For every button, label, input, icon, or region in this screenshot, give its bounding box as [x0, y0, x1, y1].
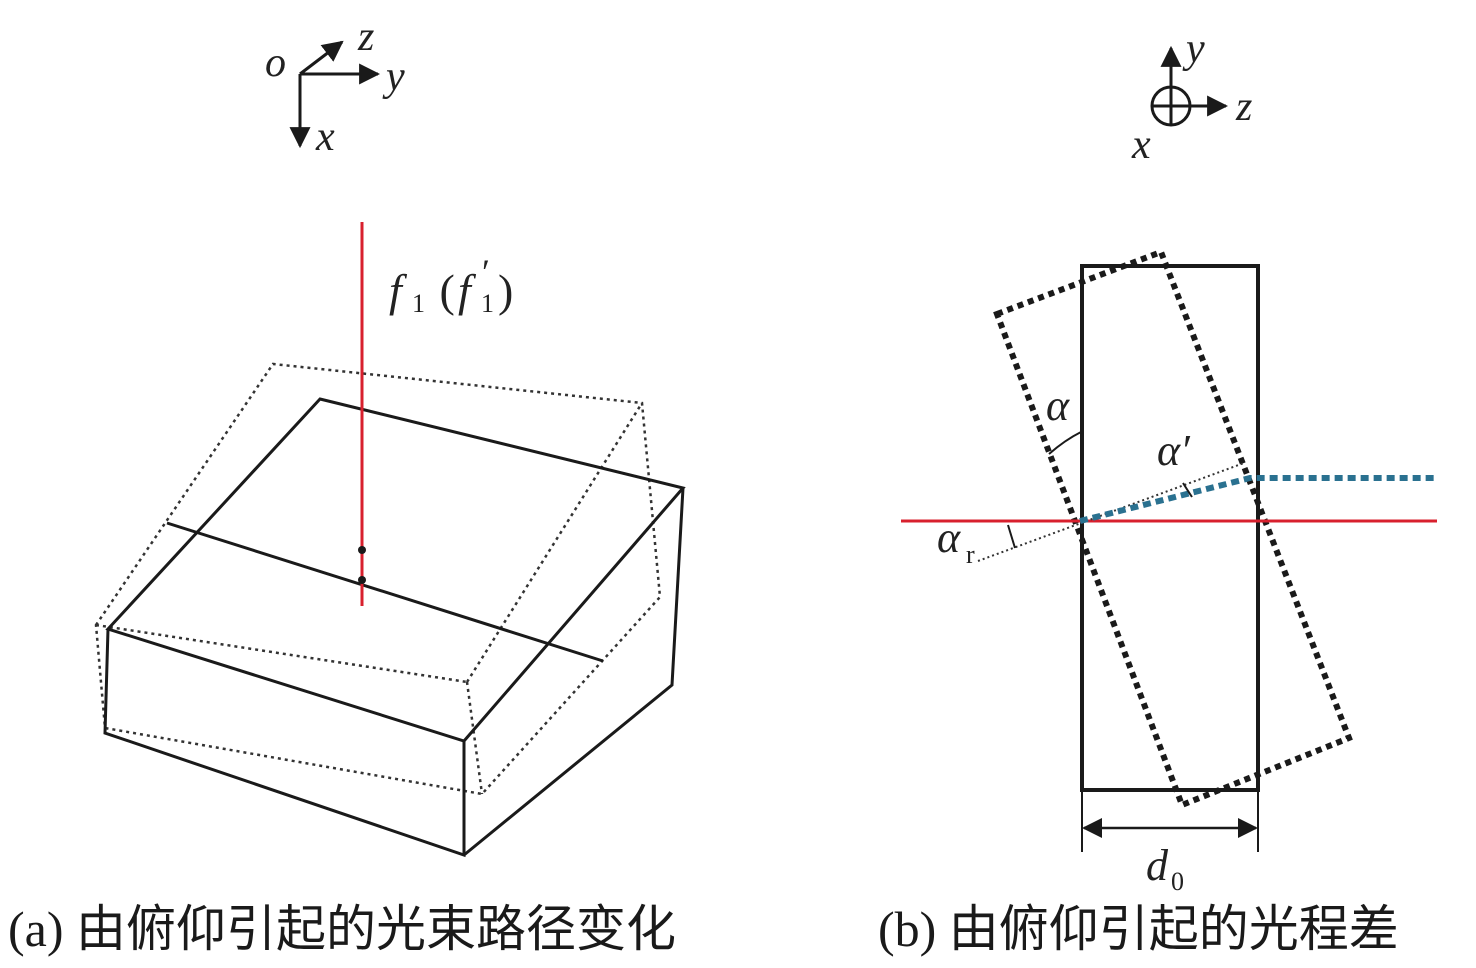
alpha-r-label: α	[937, 513, 961, 562]
alpha-prime-arc	[1182, 482, 1193, 498]
axis-z-label-b: z	[1235, 84, 1252, 130]
panel-a: o z y x f 1 ( f ′ 1 )	[94, 14, 686, 858]
axis-y-label: y	[382, 54, 405, 100]
caption-a: (a) 由俯仰引起的光束路径变化	[8, 901, 676, 957]
tilted-plate-dotted	[993, 248, 1353, 809]
tilted-box-dotted	[94, 362, 662, 796]
d0-sub: 0	[1171, 867, 1184, 896]
alpha-r-sub: r	[966, 540, 975, 569]
top-face-midline	[166, 521, 604, 663]
axes-a	[289, 40, 381, 149]
beam-label-sub: 1	[412, 289, 425, 318]
alpha-r-arc	[1007, 524, 1016, 549]
axis-x-label: x	[315, 114, 335, 160]
alpha-arc	[1048, 431, 1082, 455]
axis-y-label-b: y	[1182, 26, 1205, 72]
refracted-beam	[1079, 475, 1437, 524]
solid-box	[103, 397, 686, 858]
alpha-prime-label: α′	[1157, 426, 1191, 475]
solid-plate	[1080, 264, 1260, 792]
beam-label: f 1 ( f ′ 1 )	[389, 252, 513, 318]
axis-x-label-b: x	[1131, 122, 1151, 168]
beam-label-open: (	[428, 265, 455, 316]
beam-label-sub2: 1	[481, 289, 494, 318]
panel-b: y z x α α′ α r d 0	[901, 26, 1437, 896]
d0-label: d	[1146, 841, 1169, 890]
beam-label-prime: ′	[482, 252, 490, 292]
caption-b: (b) 由俯仰引起的光程差	[878, 901, 1399, 957]
beam-label-close: )	[498, 265, 513, 316]
axis-z-label: z	[357, 14, 374, 60]
beam-point-lower	[358, 576, 366, 584]
beam-point-upper	[358, 546, 366, 554]
axis-origin-label: o	[265, 40, 286, 86]
axes-b	[1150, 45, 1229, 127]
axis-z-arrow	[299, 40, 344, 76]
beam-label-fprime: f	[458, 265, 477, 316]
beam-label-f: f	[389, 265, 408, 316]
alpha-label: α	[1046, 381, 1070, 430]
